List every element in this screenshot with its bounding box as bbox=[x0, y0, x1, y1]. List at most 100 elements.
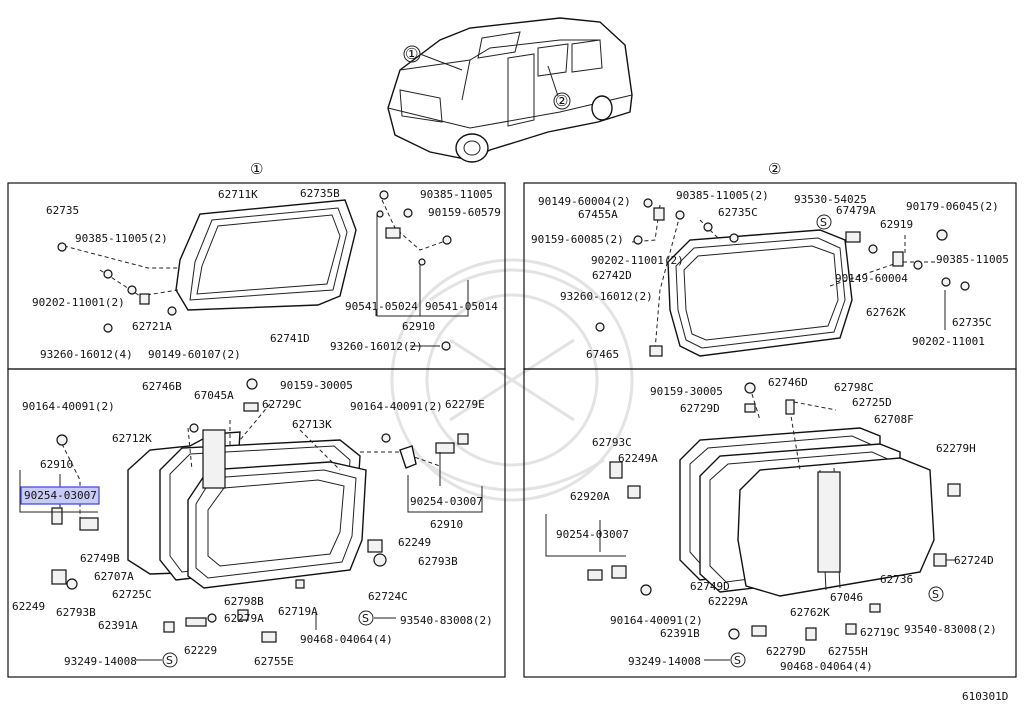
van-illustration bbox=[387, 17, 633, 163]
callout-two: ② bbox=[555, 92, 568, 110]
label-p1-90541-05024: 90541-05024 bbox=[345, 300, 418, 313]
highlight-90254-03007 bbox=[20, 486, 100, 505]
label-p2-62735C: 62735C bbox=[718, 206, 758, 219]
label-p3-62249-b: 62249 bbox=[12, 600, 45, 613]
label-p4-62736: 62736 bbox=[880, 573, 913, 586]
label-p2-90159-60085x2: 90159-60085(2) bbox=[531, 233, 624, 246]
label-p2-90149-60004x2: 90149-60004(2) bbox=[538, 195, 631, 208]
label-p1-90149-60107x2: 90149-60107(2) bbox=[148, 348, 241, 361]
label-p3-62793B-b: 62793B bbox=[56, 606, 96, 619]
label-p4-62793C: 62793C bbox=[592, 436, 632, 449]
label-p3-62910-b: 62910 bbox=[430, 518, 463, 531]
label-p3-93249-14008: 93249-14008 bbox=[64, 655, 137, 668]
panel-one-header: ① bbox=[250, 160, 263, 178]
label-p1-90159-60579: 90159-60579 bbox=[428, 206, 501, 219]
label-p3-62391A: 62391A bbox=[98, 619, 138, 632]
label-p2-90385-11005x2: 90385-11005(2) bbox=[676, 189, 769, 202]
label-p3-62713K: 62713K bbox=[292, 418, 332, 431]
panel-one-lower bbox=[7, 368, 506, 678]
panel1-lower-parts: S S bbox=[19, 378, 483, 668]
label-p2-62735C-b: 62735C bbox=[952, 316, 992, 329]
label-p2-67479A: 67479A bbox=[836, 204, 876, 217]
label-p1-62735B: 62735B bbox=[300, 187, 340, 200]
label-p3-62755E: 62755E bbox=[254, 655, 294, 668]
label-p4-62391B: 62391B bbox=[660, 627, 700, 640]
label-p4-62729D: 62729D bbox=[680, 402, 720, 415]
label-p2-90149-60004: 90149-60004 bbox=[835, 272, 908, 285]
label-p3-62719A: 62719A bbox=[278, 605, 318, 618]
label-p4-62749D: 62749D bbox=[690, 580, 730, 593]
label-p2-90202-11001x2: 90202-11001(2) bbox=[591, 254, 684, 267]
label-p3-62249-a: 62249 bbox=[398, 536, 431, 549]
label-p1-90385-11005x2: 90385-11005(2) bbox=[75, 232, 168, 245]
svg-text:S: S bbox=[166, 654, 173, 667]
label-p4-62920A: 62920A bbox=[570, 490, 610, 503]
label-p4-62762K: 62762K bbox=[790, 606, 830, 619]
svg-text:S: S bbox=[820, 216, 827, 229]
panel-two-header: ② bbox=[768, 160, 781, 178]
label-p3-62712K: 62712K bbox=[112, 432, 152, 445]
label-p4-90159-30005: 90159-30005 bbox=[650, 385, 723, 398]
label-p3-62729C: 62729C bbox=[262, 398, 302, 411]
label-p4-62719C: 62719C bbox=[860, 626, 900, 639]
label-p1-62721A: 62721A bbox=[132, 320, 172, 333]
label-p3-62229: 62229 bbox=[184, 644, 217, 657]
label-p3-90164-40091x2-a: 90164-40091(2) bbox=[22, 400, 115, 413]
label-p3-90164-40091x2-b: 90164-40091(2) bbox=[350, 400, 443, 413]
label-p3-90254-03007-b: 90254-03007 bbox=[410, 495, 483, 508]
label-p3-62724C: 62724C bbox=[368, 590, 408, 603]
panel2-upper-parts: S bbox=[595, 198, 970, 357]
panel1-upper-parts bbox=[57, 190, 469, 351]
label-p4-62755H: 62755H bbox=[828, 645, 868, 658]
label-p3-93540-83008x2: 93540-83008(2) bbox=[400, 614, 493, 627]
label-p3-62793B-a: 62793B bbox=[418, 555, 458, 568]
watermark-emblem bbox=[390, 258, 634, 502]
label-p4-62708F: 62708F bbox=[874, 413, 914, 426]
label-p1-90385-11005: 90385-11005 bbox=[420, 188, 493, 201]
panel2-lower-labels: 90159-30005 62746D 62798C 62729D 62725D … bbox=[556, 376, 997, 673]
label-p2-62742D: 62742D bbox=[592, 269, 632, 282]
label-p4-62279H: 62279H bbox=[936, 442, 976, 455]
label-p2-62762K: 62762K bbox=[866, 306, 906, 319]
panel1-upper-labels: 62711K 62735B 62735 90385-11005 90159-60… bbox=[32, 187, 501, 361]
svg-text:S: S bbox=[734, 654, 741, 667]
label-p3-62279A: 62279A bbox=[224, 612, 264, 625]
label-p4-62229A: 62229A bbox=[708, 595, 748, 608]
label-p3-62798B: 62798B bbox=[224, 595, 264, 608]
label-p4-62249A: 62249A bbox=[618, 452, 658, 465]
label-p4-67046: 67046 bbox=[830, 591, 863, 604]
label-p4-62725D: 62725D bbox=[852, 396, 892, 409]
panel2-upper-labels: 90149-60004(2) 90385-11005(2) 93530-5402… bbox=[531, 189, 1009, 361]
label-p4-93540-83008x2: 93540-83008(2) bbox=[904, 623, 997, 636]
label-p2-90179-06045x2: 90179-06045(2) bbox=[906, 200, 999, 213]
label-p4-90164-40091x2: 90164-40091(2) bbox=[610, 614, 703, 627]
label-p4-93249-14008: 93249-14008 bbox=[628, 655, 701, 668]
label-p4-62746D: 62746D bbox=[768, 376, 808, 389]
label-p4-90468-04064x4: 90468-04064(4) bbox=[780, 660, 873, 673]
label-p3-62746B: 62746B bbox=[142, 380, 182, 393]
label-p2-93530-54025: 93530-54025 bbox=[794, 193, 867, 206]
svg-text:S: S bbox=[932, 588, 939, 601]
label-p3-62279E: 62279E bbox=[445, 398, 485, 411]
label-p3-67045A: 67045A bbox=[194, 389, 234, 402]
label-p1-62741D: 62741D bbox=[270, 332, 310, 345]
panel-two-lower bbox=[523, 368, 1017, 678]
diagram-code: 610301D bbox=[962, 690, 1008, 703]
label-p3-62749B: 62749B bbox=[80, 552, 120, 565]
label-p3-90159-30005: 90159-30005 bbox=[280, 379, 353, 392]
label-p4-62279D: 62279D bbox=[766, 645, 806, 658]
label-p1-93260-16012x4: 93260-16012(4) bbox=[40, 348, 133, 361]
label-p3-62725C: 62725C bbox=[112, 588, 152, 601]
label-p3-90254-03007-highlighted[interactable]: 90254-03007 bbox=[24, 489, 97, 502]
label-p2-90385-11005: 90385-11005 bbox=[936, 253, 1009, 266]
label-p2-93260-16012x2: 93260-16012(2) bbox=[560, 290, 653, 303]
label-p2-67455A: 67455A bbox=[578, 208, 618, 221]
label-p2-67465: 67465 bbox=[586, 348, 619, 361]
label-p2-62919: 62919 bbox=[880, 218, 913, 231]
panel1-lower-labels: 62746B 67045A 90159-30005 62729C 90164-4… bbox=[12, 379, 493, 668]
label-p3-62910-a: 62910 bbox=[40, 458, 73, 471]
label-p1-90202-11001x2: 90202-11001(2) bbox=[32, 296, 125, 309]
label-p1-93260-16012x2: 93260-16012(2) bbox=[330, 340, 423, 353]
label-p3-90468-04064x4: 90468-04064(4) bbox=[300, 633, 393, 646]
